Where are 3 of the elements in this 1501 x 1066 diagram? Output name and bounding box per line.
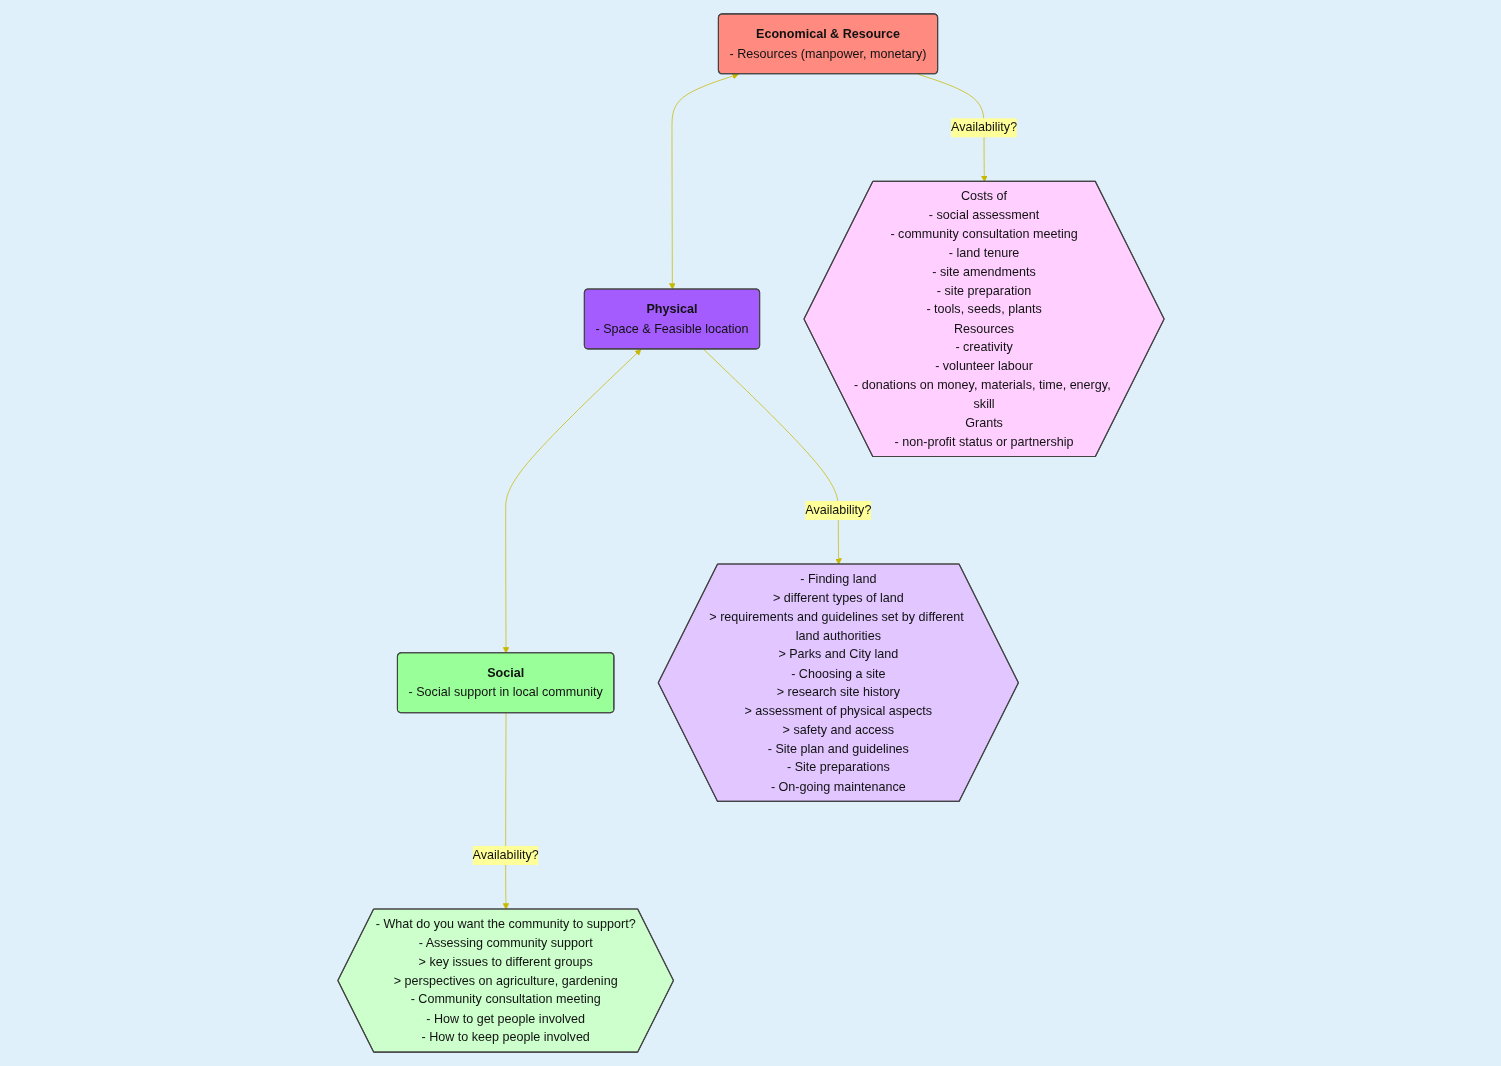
edge-label: Availability? xyxy=(472,848,539,863)
edge-label: Availability? xyxy=(950,120,1017,135)
edge-label: Availability? xyxy=(804,503,871,518)
